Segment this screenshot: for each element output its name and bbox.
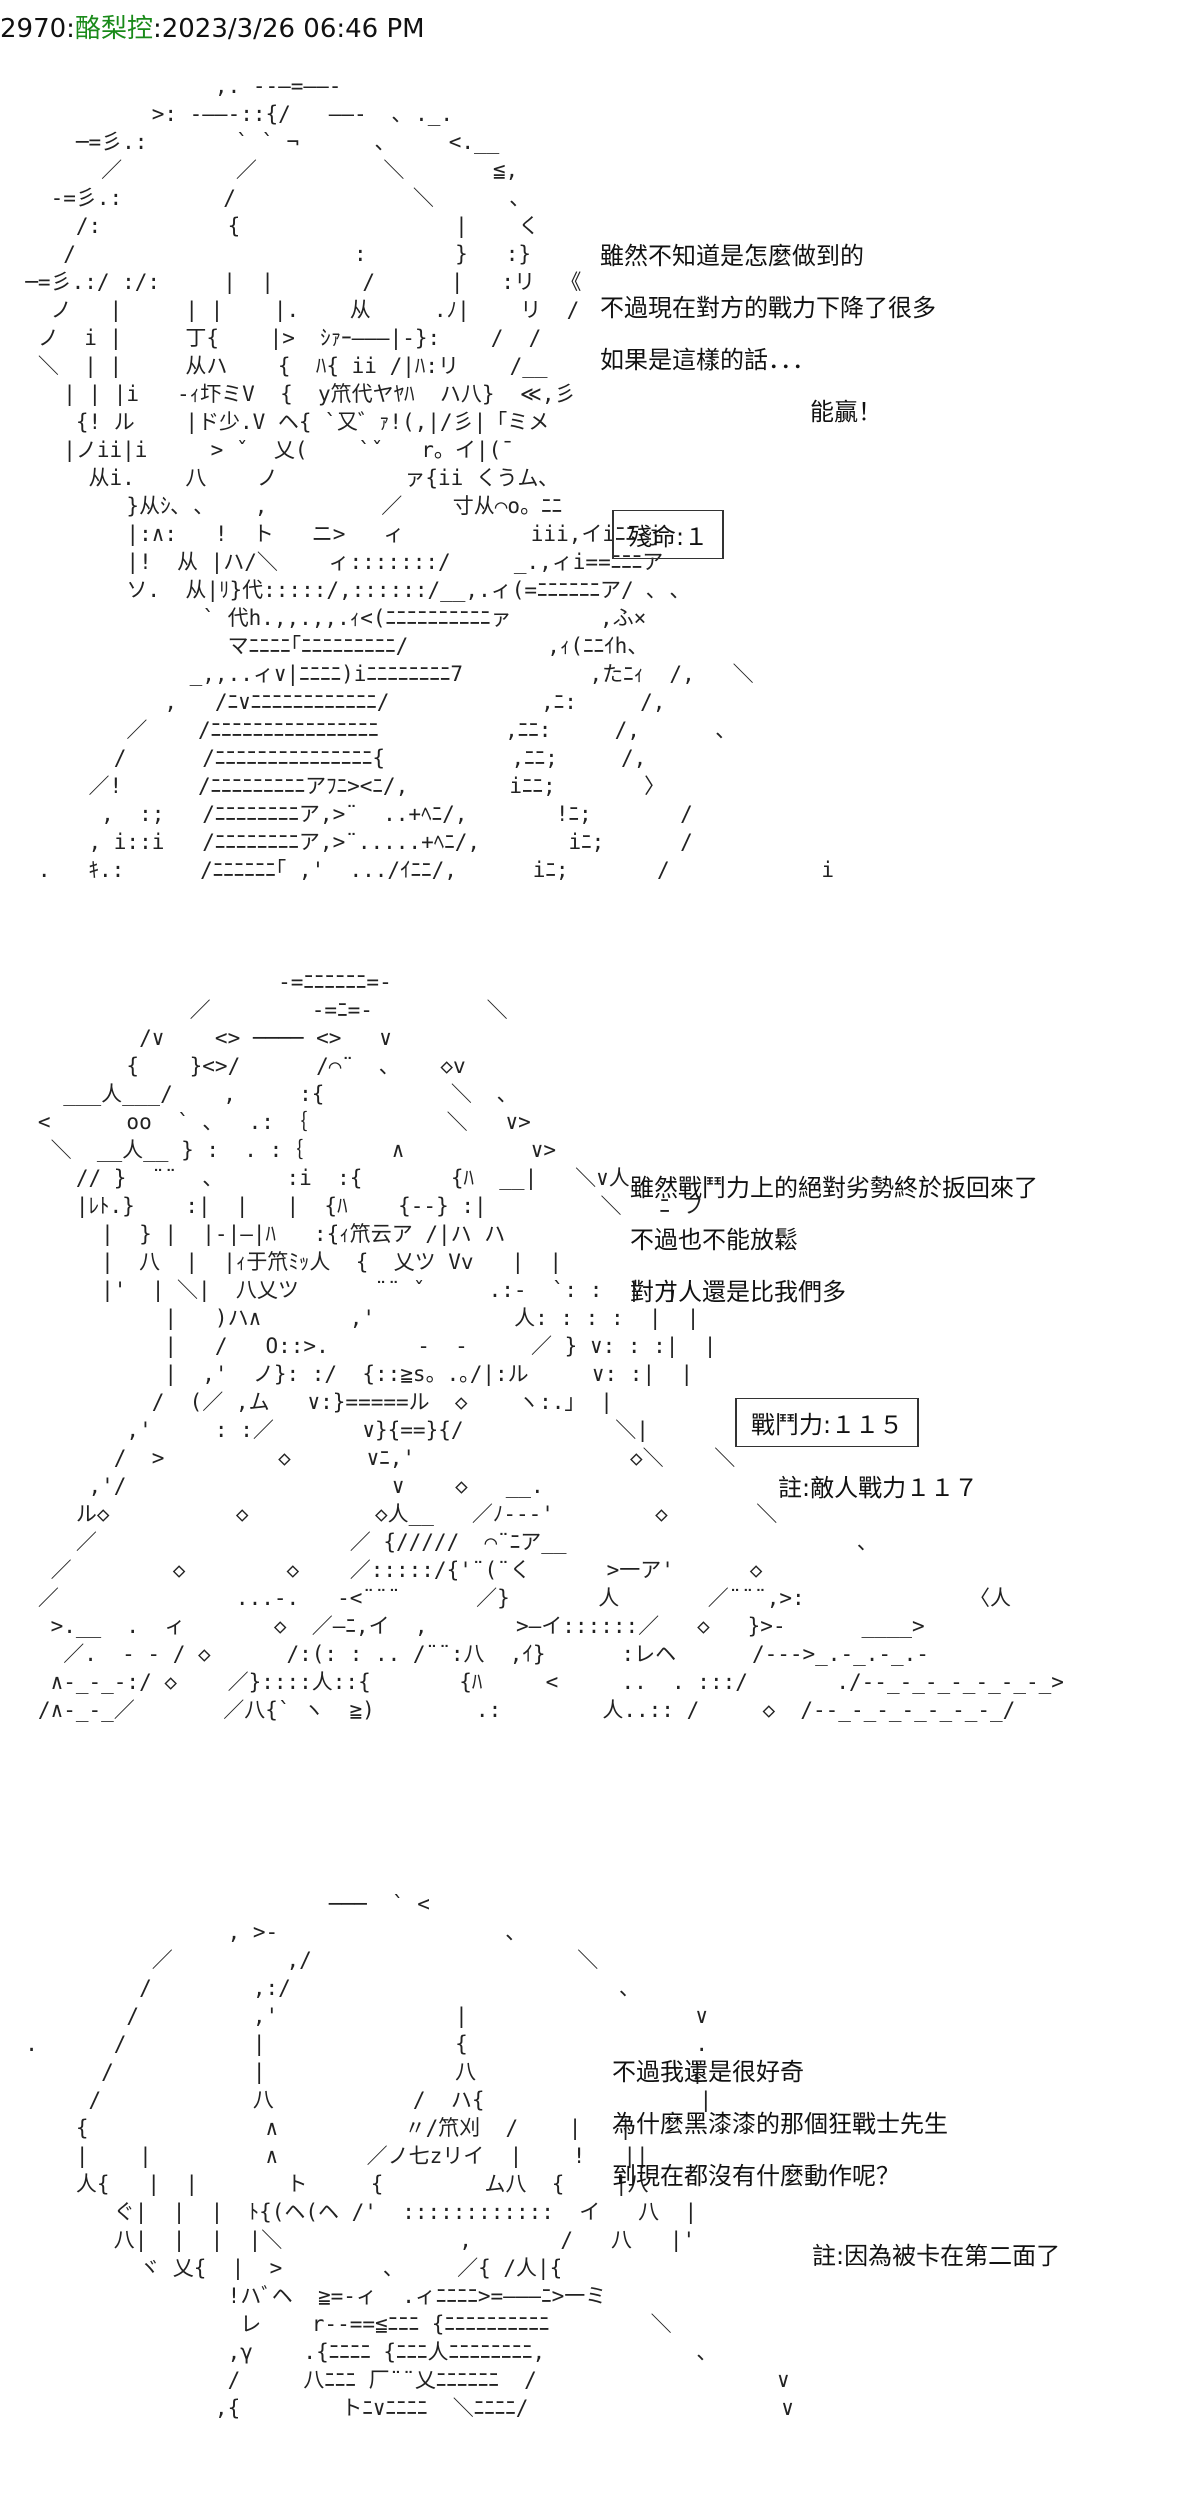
post-author-link[interactable]: 酪梨控 [74,14,153,44]
dialogue-line: 能贏！ [810,398,882,426]
combat-power-box: 戰鬥力:１１５ [735,1398,920,1447]
dialogue-line: 不過現在對方的戰力下降了很多 [600,294,936,322]
dialogue-line: 對方人還是比我們多 [630,1278,846,1306]
dialogue-line: 為什麼黑漆漆的那個狂戰士先生 [612,2110,948,2138]
post-number: 2970: [0,14,75,44]
footnote: 註:因為被卡在第二面了 [812,2242,1061,2270]
enemy-power-note: 註:敵人戰力１１７ [778,1474,979,1502]
dialogue-2: 雖然戰鬥力上的絕對劣勢終於扳回來了 不過也不能放鬆 對方人還是比我們多 [630,1162,1038,1318]
post-header: 2970:酪梨控:2023/3/26 06:46 PM [0,8,425,45]
ascii-art-1: ,. --—=——- >: -——-::{/ ——- ､ ._. ─=彡.: `… [25,74,835,882]
dialogue-1: 雖然不知道是怎麼做到的 不過現在對方的戰力下降了很多 如果是這樣的話．．． 能贏… [600,230,936,438]
post-timestamp: :2023/3/26 06:46 PM [152,14,425,44]
dialogue-line: 不過也不能放鬆 [630,1226,798,1254]
dialogue-line: 不過我還是很好奇 [612,2058,804,2086]
ascii-art-3: ─── ` < , >- ､ ／ ,/ ＼ / ,:/ ､ / ,' | [25,1892,794,2420]
dialogue-line: 雖然戰鬥力上的絕對劣勢終於扳回來了 [630,1174,1038,1202]
remaining-lives-box: 殘命:１ [612,510,725,559]
dialogue-line: 雖然不知道是怎麼做到的 [600,242,864,270]
ascii-art-2: -=ﾆﾆﾆﾆﾆﾆ=- ／ -=ﾆ=- ＼ /∨ <> ──── <> ∨ { }… [37,970,1064,1722]
dialogue-3: 不過我還是很好奇 為什麼黑漆漆的那個狂戰士先生 到現在都沒有什麼動作呢？ [612,2046,948,2202]
dialogue-line: 如果是這樣的話．．． [600,346,816,374]
dialogue-line: 到現在都沒有什麼動作呢？ [612,2162,900,2190]
